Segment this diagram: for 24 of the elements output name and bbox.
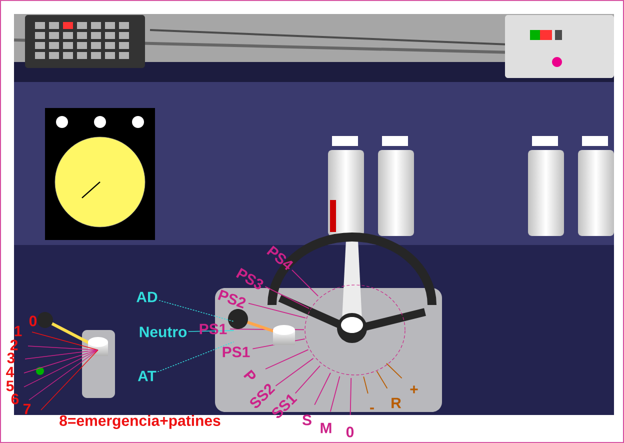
position-label: AT [138,370,156,382]
position-label: P [243,370,256,380]
leader-line [157,341,234,372]
position-label: AD [136,292,158,302]
position-label: M [320,422,332,434]
position-label: PS2 [218,290,246,308]
position-label: 1 [14,326,22,336]
position-label: Neutro [140,326,187,338]
position-label: 7 [23,404,31,414]
position-label: PS4 [266,246,294,270]
position-label: 0 [29,316,37,326]
leader-line [188,330,234,332]
position-label: 5 [6,380,14,392]
position-label: S [302,414,312,426]
caption-text: 8=emergencia+patines [60,414,220,430]
reverser-lever [228,308,295,345]
position-label: 0 [346,426,354,438]
position-label: - [370,408,374,410]
position-label: PS1 [222,346,250,358]
position-label: + [410,386,418,394]
position-label: PS1 [200,324,227,334]
position-label: R [392,398,402,408]
leader-line [158,300,234,322]
position-label: PS3 [236,268,264,290]
